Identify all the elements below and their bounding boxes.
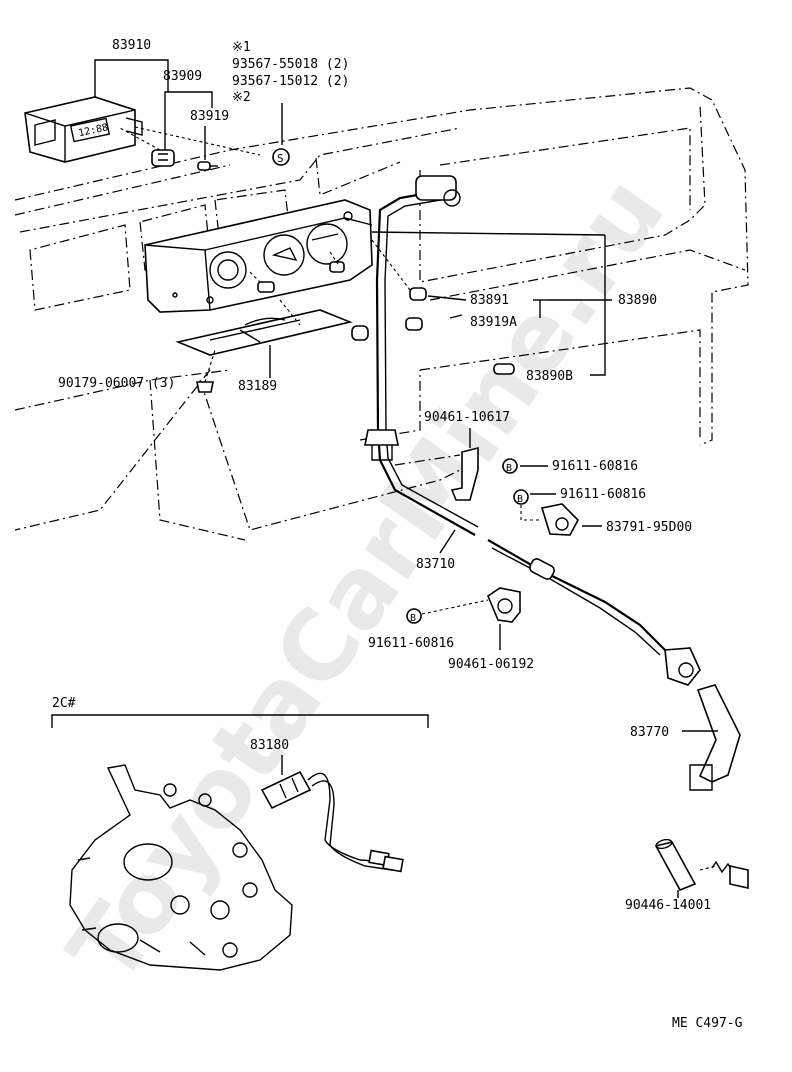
grommet-icon xyxy=(351,325,369,341)
bulb-83890b-icon xyxy=(493,363,515,375)
label-83770: 83770 xyxy=(630,725,669,740)
watermark: ToyotaCarMine.ru xyxy=(47,157,686,1003)
label-83909: 83909 xyxy=(163,69,202,84)
svg-text:B: B xyxy=(506,463,512,474)
bolt-b-icon: B xyxy=(406,608,422,624)
label-90461-10617: 90461-10617 xyxy=(424,410,510,425)
svg-text:B: B xyxy=(517,494,523,505)
clamp-90461-06192 xyxy=(487,587,521,623)
label-83710: 83710 xyxy=(416,557,455,572)
dashboard-outline xyxy=(14,87,749,541)
speed-sensor-83180 xyxy=(260,770,404,873)
note-line2: 93567-15012 (2) xyxy=(232,74,349,89)
note-star1: ※1 xyxy=(232,40,251,55)
label-90446: 90446-14001 xyxy=(625,898,711,913)
label-83919A: 83919A xyxy=(470,315,517,330)
label-83189: 83189 xyxy=(238,379,277,394)
bulb-socket-83909 xyxy=(151,149,175,167)
bulb-83919a-icon xyxy=(449,314,463,319)
label-83890: 83890 xyxy=(618,293,657,308)
bulb-83919 xyxy=(197,161,218,171)
label-91611-c: 91611-60816 xyxy=(368,636,454,651)
label-90179: 90179-06007 (3) xyxy=(58,376,175,391)
speedometer-cable xyxy=(364,175,741,791)
clock-unit: 12:88 xyxy=(24,96,143,163)
label-91611-b: 91611-60816 xyxy=(560,487,646,502)
diagram-code: ME C497-G xyxy=(672,1016,743,1031)
label-83180: 83180 xyxy=(250,738,289,753)
bulb-socket-icon xyxy=(405,317,423,331)
note-star2: ※2 xyxy=(232,90,251,105)
note-line1: 93567-55018 (2) xyxy=(232,57,349,72)
label-83791: 83791-95D00 xyxy=(606,520,692,535)
svg-text:B: B xyxy=(410,613,416,624)
meter-plate-83189 xyxy=(175,309,353,356)
bolt-b-icon: B xyxy=(502,458,518,474)
label-83919: 83919 xyxy=(190,109,229,124)
clamp-90461-10617 xyxy=(450,446,479,501)
meter-bulb-icon xyxy=(329,261,345,273)
cable-joint-90446 xyxy=(654,838,749,892)
label-83890B: 83890B xyxy=(526,369,573,384)
label-90461-06192: 90461-06192 xyxy=(448,657,534,672)
label-83910: 83910 xyxy=(112,38,151,53)
clip-90179-icon xyxy=(196,381,214,393)
clamp-83791 xyxy=(540,503,579,536)
bolt-b-icon: B xyxy=(513,489,529,505)
meter-cluster xyxy=(144,199,373,313)
meter-bulb-icon xyxy=(257,281,275,293)
screw-s-icon: S xyxy=(272,148,290,166)
label-91611-a: 91611-60816 xyxy=(552,459,638,474)
svg-text:S: S xyxy=(277,152,284,165)
label-83891: 83891 xyxy=(470,293,509,308)
bulb-socket-83891-icon xyxy=(409,287,427,301)
section-label: 2C# xyxy=(52,696,76,711)
injection-pump xyxy=(69,764,293,971)
